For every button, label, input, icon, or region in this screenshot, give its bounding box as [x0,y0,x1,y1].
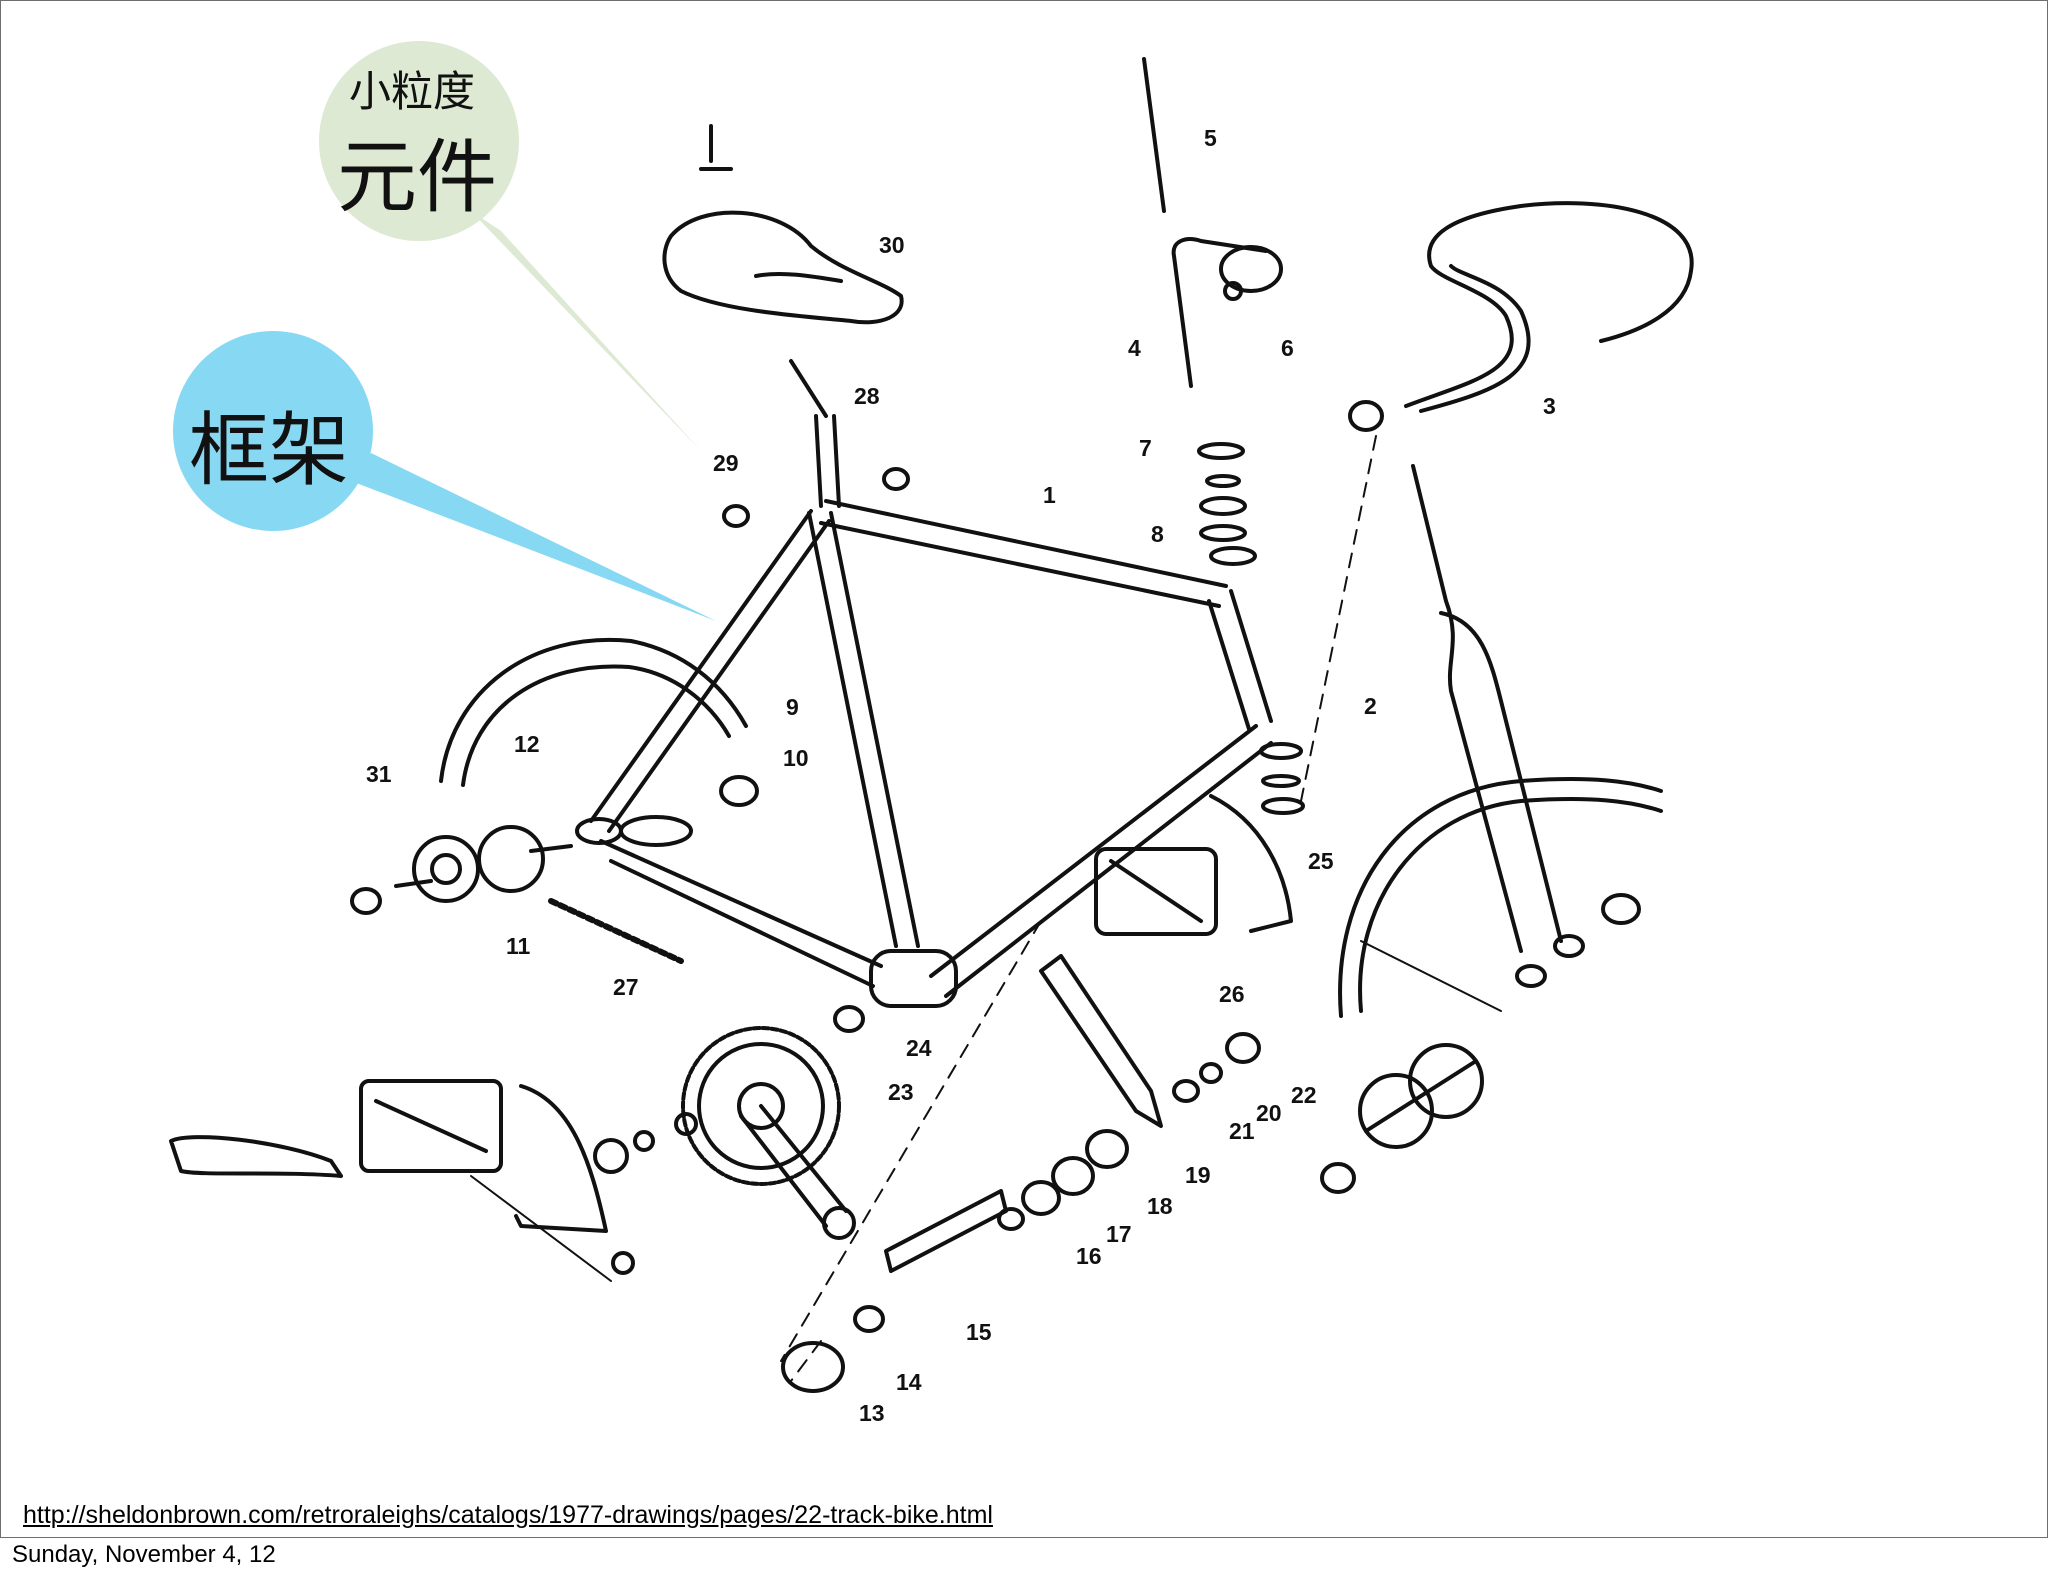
part-label: 2 [1364,693,1377,719]
front-fender [1338,777,1663,1018]
part-label: 9 [786,694,799,720]
part-label: 18 [1147,1193,1173,1219]
frame-callout-title: 框架 [189,404,349,497]
part-label: 28 [854,383,880,409]
rear-hub-parts [350,825,573,915]
part-label: 29 [713,450,739,476]
seat-binder-bolt [722,504,750,528]
front-fork [1411,464,1563,953]
component-callout-subtitle: 小粒度 [349,67,476,116]
part-label: 25 [1308,848,1334,874]
part-label: 1 [1043,482,1056,508]
frame-callout-bubble [173,331,373,531]
brake-rod [1142,57,1166,213]
part-label: 22 [1291,1082,1317,1108]
part-label: 6 [1281,335,1294,361]
part-label: 12 [514,731,540,757]
part-label: 11 [506,933,531,959]
footer-date: Sunday, November 4, 12 [12,1541,276,1568]
part-label: 5 [1204,125,1217,151]
part-label: 10 [783,745,809,771]
exploded-bike-diagram: 1 2 3 4 5 6 7 8 9 10 11 12 13 14 15 16 1… [169,41,1694,1426]
headset-parts [1197,442,1305,815]
rear-fender [439,637,748,783]
part-label: 16 [1076,1243,1102,1269]
part-label: 17 [1106,1221,1132,1247]
part-label: 26 [1219,981,1245,1007]
part-label: 15 [966,1319,992,1345]
source-link[interactable]: http://sheldonbrown.com/retroraleighs/ca… [23,1501,993,1529]
part-label: 13 [859,1400,885,1426]
part-label: 30 [879,232,905,258]
bottom-bracket-parts [780,920,1261,1393]
handlebar-stem [1171,237,1268,388]
frame-callout-pointer [346,453,716,621]
left-pedal-parts [169,1079,698,1282]
part-label: 21 [1229,1118,1255,1144]
part-label: 8 [1151,521,1164,547]
component-callout-pointer [471,211,701,451]
part-label: 19 [1185,1162,1211,1188]
part-label: 14 [896,1369,922,1395]
part-label: 4 [1128,335,1141,361]
part-label: 31 [366,761,392,787]
part-number-labels: 1 2 3 4 5 6 7 8 9 10 11 12 13 14 15 16 1… [366,125,1556,1426]
component-callout-bubble [319,41,519,241]
part-label: 24 [906,1035,932,1061]
handlebar [1404,201,1694,408]
component-callout-title: 元件 [337,131,497,224]
chainring-crank [681,1026,856,1240]
part-label: 27 [613,974,639,1000]
chain [548,898,684,964]
bike-frame [575,414,1273,1008]
saddle [662,210,904,325]
slide: 1 2 3 4 5 6 7 8 9 10 11 12 13 14 15 16 1… [0,0,2048,1538]
front-hub-parts [1320,893,1641,1194]
part-label: 3 [1543,393,1556,419]
part-label: 7 [1139,435,1152,461]
right-pedal-parts [1094,794,1293,936]
part-label: 20 [1256,1100,1282,1126]
part-label: 23 [888,1079,914,1105]
